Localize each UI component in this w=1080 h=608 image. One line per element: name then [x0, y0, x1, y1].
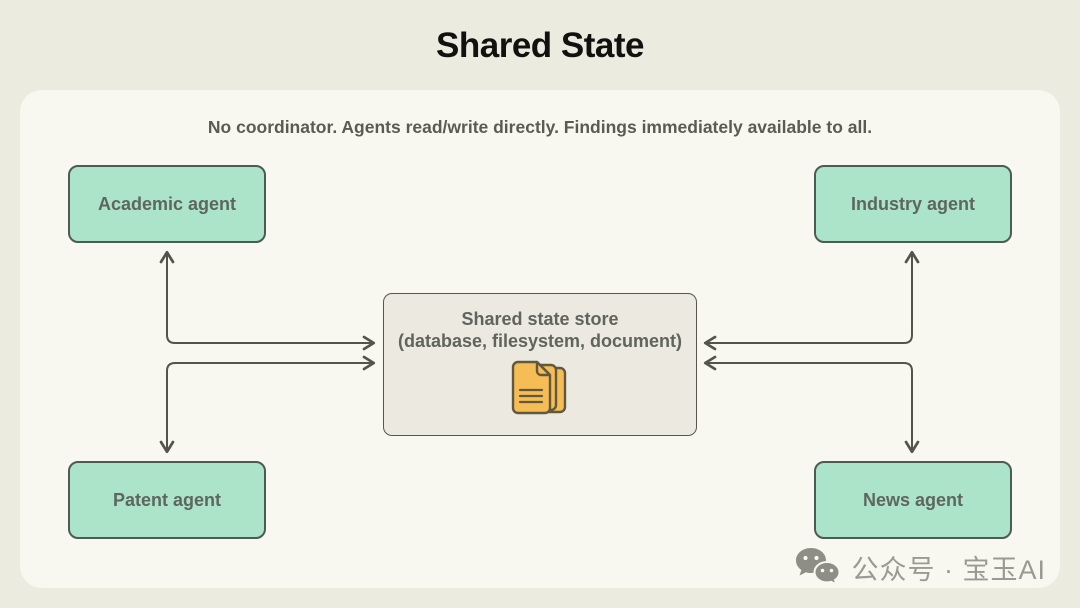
node-label: Industry agent: [850, 193, 975, 214]
page-title: Shared State: [436, 26, 644, 65]
wechat-icon: [796, 548, 841, 587]
node-industry-agent: Industry agent: [814, 165, 1012, 243]
document-stack-icon: [511, 360, 567, 415]
node-label: Patent agent: [112, 489, 222, 510]
diagram-subtitle: No coordinator. Agents read/write direct…: [207, 117, 873, 137]
watermark: 公众号 · 宝玉AI: [0, 546, 1046, 588]
watermark-text: 公众号 · 宝玉AI: [851, 554, 1046, 585]
node-patent-agent: Patent agent: [68, 461, 266, 539]
node-label: Academic agent: [97, 193, 237, 214]
node-label: News agent: [862, 489, 964, 510]
node-academic-agent: Academic agent: [68, 165, 266, 243]
node-shared-state-store: Shared state store (database, filesystem…: [383, 293, 697, 436]
node-news-agent: News agent: [814, 461, 1012, 539]
store-title: Shared state store: [461, 309, 619, 329]
store-subtitle: (database, filesystem, document): [397, 331, 683, 351]
